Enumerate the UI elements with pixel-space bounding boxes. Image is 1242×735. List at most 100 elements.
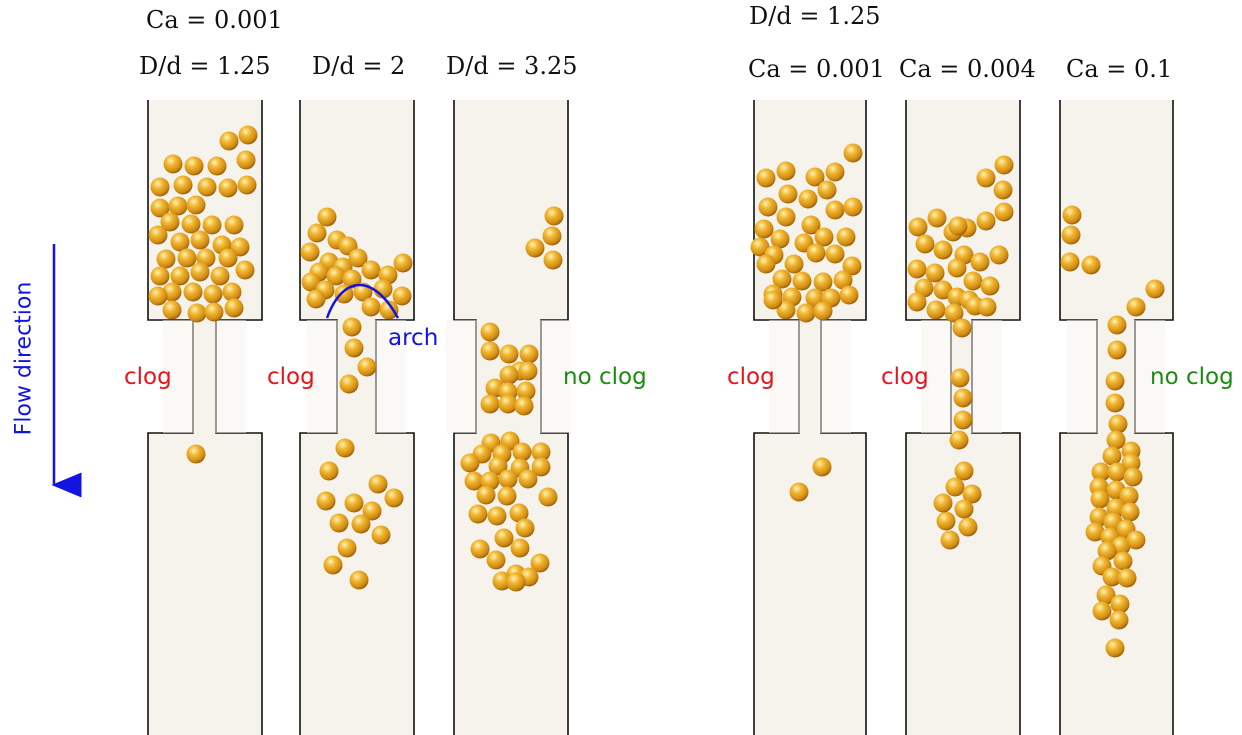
particle bbox=[368, 474, 388, 494]
particle bbox=[190, 230, 210, 250]
particle bbox=[335, 438, 355, 458]
particle bbox=[1117, 568, 1137, 588]
particle bbox=[203, 284, 223, 304]
particle bbox=[936, 511, 956, 531]
particle bbox=[1126, 297, 1146, 317]
particle bbox=[763, 290, 783, 310]
particle bbox=[218, 178, 238, 198]
particle bbox=[1060, 252, 1080, 272]
particle bbox=[758, 197, 778, 217]
particle bbox=[958, 517, 978, 537]
particle bbox=[1119, 486, 1139, 506]
particle bbox=[392, 286, 412, 306]
particle bbox=[186, 195, 206, 215]
particle bbox=[792, 271, 812, 291]
particle bbox=[970, 252, 990, 272]
particle bbox=[1085, 522, 1105, 542]
constriction-shade-1 bbox=[163, 320, 246, 433]
particle bbox=[925, 263, 945, 283]
particle bbox=[224, 298, 244, 318]
particle bbox=[187, 303, 207, 323]
particle bbox=[801, 215, 821, 235]
particle bbox=[963, 271, 983, 291]
particle bbox=[1145, 279, 1165, 299]
particle bbox=[1102, 446, 1122, 466]
particle bbox=[344, 338, 364, 358]
particle bbox=[1107, 462, 1127, 482]
particle bbox=[518, 469, 538, 489]
particle bbox=[1113, 551, 1133, 571]
particle bbox=[236, 150, 256, 170]
particle bbox=[301, 272, 321, 292]
particle bbox=[950, 368, 970, 388]
panel-1-label: D/d = 1.25 bbox=[139, 52, 271, 80]
panel-5-result: clog bbox=[881, 364, 929, 390]
particle bbox=[994, 155, 1014, 175]
particle bbox=[487, 506, 507, 526]
particle bbox=[843, 197, 863, 217]
particle bbox=[468, 504, 488, 524]
particle bbox=[512, 442, 532, 462]
particle bbox=[218, 248, 238, 268]
particle bbox=[806, 243, 826, 263]
particle bbox=[361, 297, 381, 317]
particle bbox=[306, 289, 326, 309]
panel-3-label: D/d = 3.25 bbox=[446, 52, 578, 80]
particle bbox=[1110, 594, 1130, 614]
particle bbox=[160, 212, 180, 232]
particle bbox=[543, 250, 563, 270]
particle bbox=[1120, 502, 1140, 522]
particle bbox=[219, 131, 239, 151]
particle bbox=[1097, 541, 1117, 561]
particle bbox=[480, 341, 500, 361]
particle bbox=[348, 248, 368, 268]
particle bbox=[530, 553, 550, 573]
particle bbox=[976, 211, 996, 231]
particle bbox=[933, 280, 953, 300]
particle bbox=[518, 361, 538, 381]
constriction-shade-2 bbox=[307, 320, 406, 433]
particle bbox=[173, 175, 193, 195]
particle bbox=[230, 237, 250, 257]
particle bbox=[776, 207, 796, 227]
particle bbox=[1108, 414, 1128, 434]
particle bbox=[210, 266, 230, 286]
particle bbox=[186, 444, 206, 464]
particle bbox=[933, 240, 953, 260]
arch-curve bbox=[325, 283, 400, 319]
particle bbox=[156, 249, 176, 269]
particle bbox=[326, 266, 346, 286]
particle bbox=[817, 180, 837, 200]
particle bbox=[202, 215, 222, 235]
particle bbox=[1105, 638, 1125, 658]
particle bbox=[516, 381, 536, 401]
particle bbox=[470, 539, 490, 559]
particle bbox=[842, 256, 862, 276]
particle bbox=[488, 456, 508, 476]
particle bbox=[953, 388, 973, 408]
particle bbox=[499, 365, 519, 385]
particle bbox=[307, 223, 327, 243]
particle bbox=[531, 457, 551, 477]
particle bbox=[538, 487, 558, 507]
channels-layer bbox=[147, 100, 1174, 735]
particle bbox=[494, 528, 514, 548]
particle bbox=[1062, 205, 1082, 225]
particle bbox=[497, 486, 517, 506]
particles-layer bbox=[148, 125, 1165, 658]
particle bbox=[486, 550, 506, 570]
particle bbox=[150, 266, 170, 286]
particle bbox=[181, 214, 201, 234]
particle bbox=[805, 167, 825, 187]
particle bbox=[224, 215, 244, 235]
flow-direction-label: Flow direction bbox=[11, 281, 37, 436]
particle bbox=[778, 184, 798, 204]
particle bbox=[947, 258, 967, 278]
particle bbox=[756, 168, 776, 188]
particle bbox=[349, 570, 369, 590]
particle bbox=[510, 538, 530, 558]
particle bbox=[814, 227, 834, 247]
particle bbox=[756, 254, 776, 274]
particle bbox=[476, 485, 496, 505]
